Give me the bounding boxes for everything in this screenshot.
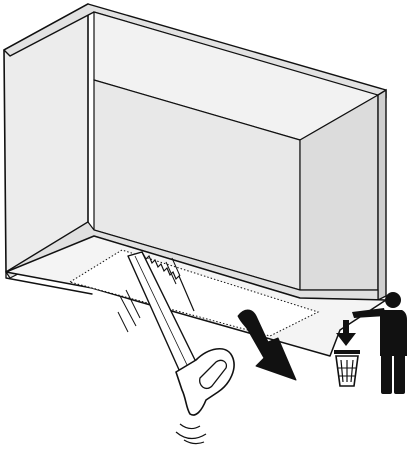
waste-bin-icon — [334, 350, 360, 386]
vibration-icon — [176, 424, 206, 444]
cabinet — [4, 4, 386, 356]
cabinet-right-edge — [378, 90, 386, 300]
